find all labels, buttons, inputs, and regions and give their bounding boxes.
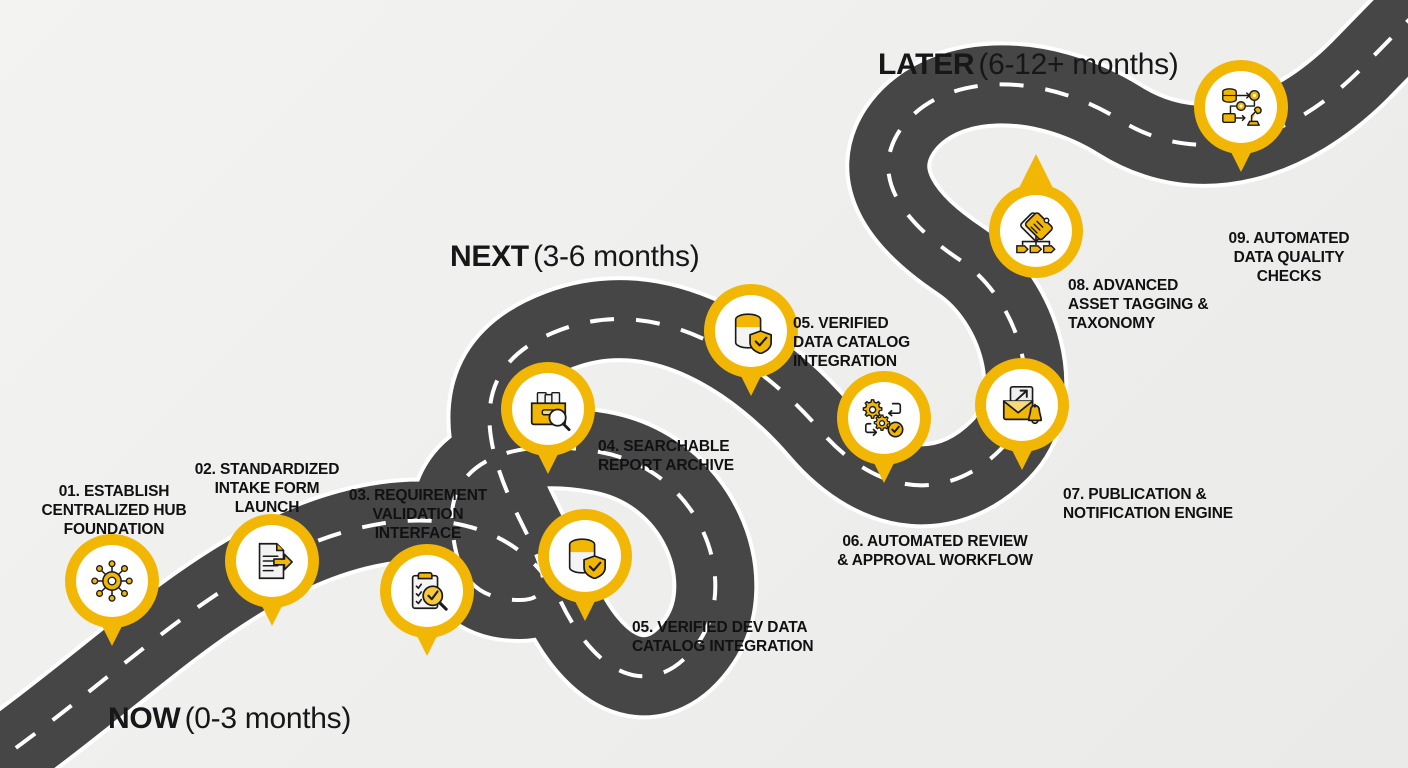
milestone-label-03: 03. REQUIREMENT VALIDATION INTERFACE	[348, 487, 488, 542]
phase-header-later: LATER (6-12+ months)	[878, 48, 1179, 82]
milestone-marker-05-dev[interactable]	[538, 509, 632, 621]
milestone-marker-02[interactable]	[225, 514, 319, 626]
phase-name-now: NOW	[108, 702, 181, 735]
phase-header-next: NEXT (3-6 months)	[450, 240, 700, 274]
phase-range-next: (3-6 months)	[532, 240, 700, 273]
milestone-marker-08[interactable]	[989, 154, 1083, 278]
phase-name-next: NEXT	[450, 240, 529, 273]
milestone-label-01: 01. ESTABLISH CENTRALIZED HUB FOUNDATION	[41, 483, 187, 538]
milestone-label-04: 04. SEARCHABLE REPORT ARCHIVE	[598, 438, 734, 474]
gears-workflow-check-icon	[848, 382, 920, 454]
document-submit-icon	[236, 525, 308, 597]
milestone-marker-06[interactable]	[837, 371, 931, 483]
database-shield-icon	[549, 520, 621, 592]
milestone-label-05: 05. VERIFIED DATA CATALOG INTEGRATION	[793, 315, 911, 370]
archive-box-search-icon	[512, 373, 584, 445]
milestone-marker-04[interactable]	[501, 362, 595, 474]
phase-name-later: LATER	[878, 48, 975, 81]
milestone-marker-07[interactable]	[975, 340, 1069, 470]
milestone-marker-05[interactable]	[704, 284, 798, 396]
milestone-label-05-dev: 05. VERIFIED DEV DATA CATALOG INTEGRATIO…	[632, 619, 814, 655]
phase-range-now: (0-3 months)	[184, 702, 352, 735]
phase-range-later: (6-12+ months)	[978, 48, 1179, 81]
milestone-label-08: 08. ADVANCED ASSET TAGGING & TAXONOMY	[1068, 277, 1209, 332]
robot-pipeline-icon	[1205, 71, 1277, 143]
hub-network-icon	[76, 545, 148, 617]
milestone-marker-09[interactable]	[1194, 60, 1288, 172]
milestone-marker-01[interactable]	[65, 534, 159, 646]
milestone-label-06: 06. AUTOMATED REVIEW & APPROVAL WORKFLOW	[837, 533, 1033, 569]
tag-taxonomy-icon	[1000, 195, 1072, 267]
database-shield-icon	[715, 295, 787, 367]
phase-header-now: NOW (0-3 months)	[108, 702, 351, 736]
milestone-label-07: 07. PUBLICATION & NOTIFICATION ENGINE	[1063, 486, 1233, 522]
clipboard-magnifier-icon	[391, 555, 463, 627]
milestone-label-02: 02. STANDARDIZED INTAKE FORM LAUNCH	[194, 461, 340, 516]
milestone-label-09: 09. AUTOMATED DATA QUALITY CHECKS	[1228, 230, 1350, 285]
envelope-bell-icon	[986, 369, 1058, 441]
milestone-marker-03[interactable]	[380, 544, 474, 656]
